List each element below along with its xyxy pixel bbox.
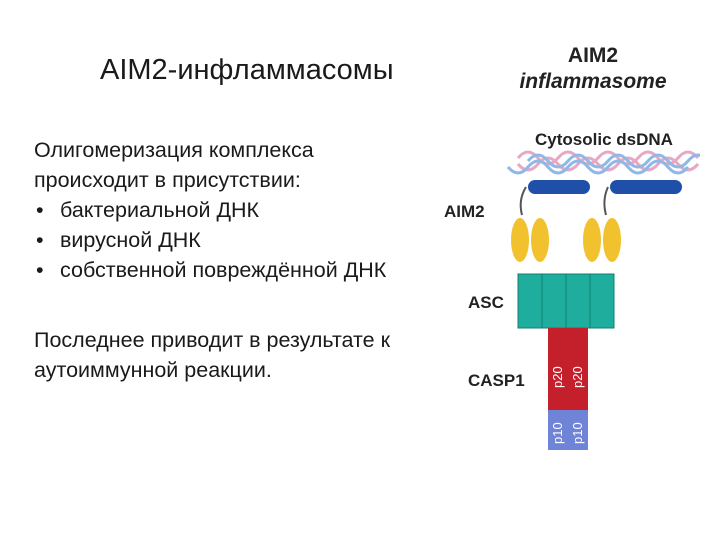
casp1-label: CASP1 (468, 371, 525, 390)
asc-block (517, 273, 615, 329)
dna-strand-blue (526, 153, 700, 169)
dna-strand-pink-2 (516, 156, 700, 172)
pyrin-domain-4 (603, 218, 621, 262)
dsdna-helix (506, 150, 700, 175)
pyrin-domain-3 (583, 218, 601, 262)
pyrin-domain-2 (531, 218, 549, 262)
p10-label-left: p10 (550, 422, 565, 444)
p20-label-left: p20 (550, 366, 565, 388)
slide-title: AIM2-инфламмасомы (100, 54, 394, 86)
aim2-label: AIM2 (444, 202, 485, 221)
dna-strand-blue-2 (506, 159, 690, 175)
p10-label-right: p10 (570, 422, 585, 444)
linker-left (519, 186, 527, 216)
conclusion-text: Последнее приводит в результате к аутоим… (34, 328, 390, 382)
asc-label: ASC (468, 293, 504, 312)
linker-right (603, 186, 609, 216)
bullet-damaged-dna: собственной повреждённой ДНК (34, 255, 424, 285)
figure-title-line1: AIM2 (568, 44, 618, 67)
figure-title-line2: inflammasome (519, 70, 666, 93)
dna-label: Cytosolic dsDNA (535, 130, 673, 149)
hin-domain-left (528, 180, 590, 194)
caspase-p20 (548, 328, 588, 410)
aim2-inflammasome-figure: AIM2 inflammasome Cytosolic dsDNA AIM2 A… (444, 44, 700, 450)
pyrin-domain-1 (511, 218, 529, 262)
dna-strand-pink (516, 150, 700, 166)
caspase-p10 (548, 410, 588, 450)
bullet-list: бактериальной ДНК вирусной ДНК собственн… (34, 195, 424, 285)
p20-label-right: p20 (570, 366, 585, 388)
hin-domain-right (610, 180, 682, 194)
intro-text: Олигомеризация комплекса происходит в пр… (34, 138, 314, 192)
bullet-bacterial-dna: бактериальной ДНК (34, 195, 424, 225)
bullet-viral-dna: вирусной ДНК (34, 225, 424, 255)
slide-body: Олигомеризация комплекса происходит в пр… (34, 135, 424, 385)
